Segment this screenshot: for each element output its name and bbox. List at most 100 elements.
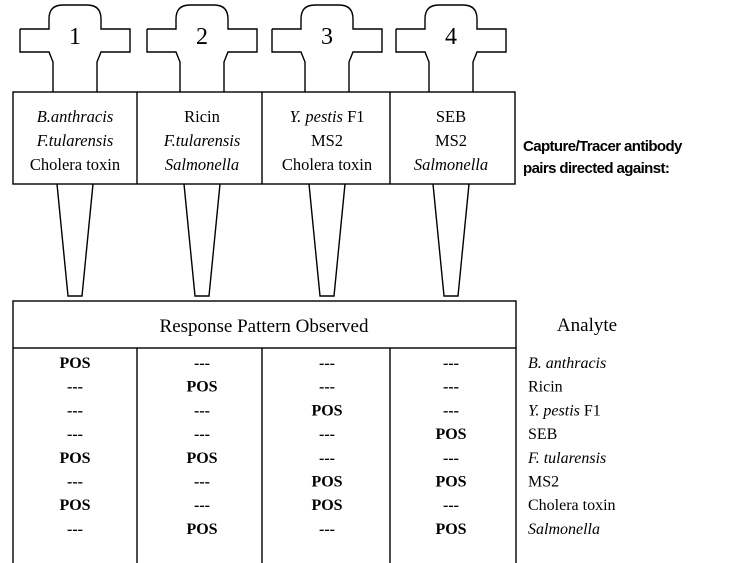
result-cell-main: --- (67, 379, 83, 396)
response-table: Response Pattern Observed Analyte POS---… (12, 300, 617, 563)
result-cell-main: --- (67, 474, 83, 491)
probe-target: Cholera toxin (30, 155, 120, 174)
result-cell-main: POS (435, 521, 466, 538)
probe-number-main: 2 (196, 24, 208, 50)
probe-number-main: 3 (321, 24, 333, 50)
probe-number: 1 (69, 24, 81, 50)
result-cell: --- (67, 474, 83, 491)
result-cell-main: --- (194, 497, 210, 514)
probe-head (19, 4, 131, 92)
probe-number: 2 (196, 24, 208, 50)
probe-number-main: 4 (445, 24, 457, 50)
probe-target-main: Ricin (184, 107, 220, 126)
result-cell: --- (319, 521, 335, 538)
result-cell: POS (435, 521, 466, 538)
probe-stem (308, 183, 346, 297)
probe-target-main: F.tularensis (36, 131, 114, 150)
analyte-label: Ricin (528, 379, 563, 396)
side-label-line-2: pairs directed against: (523, 160, 669, 177)
probe-target: Salmonella (414, 155, 488, 174)
result-cell: --- (443, 379, 459, 396)
probe-target-main: MS2 (435, 131, 467, 150)
result-cell-main: POS (311, 497, 342, 514)
analyte-label-main: Ricin (528, 379, 563, 396)
result-cell: --- (443, 450, 459, 467)
table-row: POS---------B. anthracis (59, 355, 606, 372)
analyte-label-main: SEB (528, 426, 557, 443)
result-cell-main: --- (67, 402, 83, 419)
result-cell-main: --- (319, 450, 335, 467)
analyte-label-main: B. anthracis (528, 355, 606, 372)
result-cell-main: --- (194, 402, 210, 419)
table-row: --- --- POS POS MS2 (67, 474, 559, 491)
result-cell: POS (435, 426, 466, 443)
probe-target: Y. pestis F1 (289, 107, 364, 126)
probe-number-main: 1 (69, 24, 81, 50)
result-cell: --- (194, 426, 210, 443)
result-cell-main: --- (319, 379, 335, 396)
analyte-label: F. tularensis (527, 450, 606, 467)
table-row: --- POS --- --- Ricin (67, 379, 563, 396)
result-cell: --- (194, 355, 210, 372)
analyte-label: Y. pestis F1 (528, 402, 601, 419)
result-cell-main: POS (435, 426, 466, 443)
result-cell-main: --- (443, 379, 459, 396)
result-cell-main: --- (443, 355, 459, 372)
result-cell: --- (319, 426, 335, 443)
result-cell: POS (311, 474, 342, 491)
result-cell-main: --- (67, 426, 83, 443)
probe-target: F.tularensis (163, 131, 241, 150)
result-cell-main: POS (59, 355, 90, 372)
result-cell-main: --- (319, 521, 335, 538)
result-cell: POS (186, 379, 217, 396)
analyte-label-main: Salmonella (528, 521, 600, 538)
probe-head (271, 4, 383, 92)
result-cell: --- (67, 379, 83, 396)
result-cell-main: --- (194, 474, 210, 491)
probe-target: Salmonella (165, 155, 239, 174)
probe-target-main: MS2 (311, 131, 343, 150)
analyte-label-main: Cholera toxin (528, 497, 616, 514)
analyte-label-main: Y. pestis (528, 402, 580, 419)
result-cell: POS (311, 402, 342, 419)
side-label: Capture/Tracer antibody pairs directed a… (523, 138, 684, 177)
probe-target-main: Y. pestis (289, 107, 343, 126)
analyte-label: Salmonella (528, 521, 600, 538)
result-cell: --- (443, 355, 459, 372)
probe-target-main: Cholera toxin (282, 155, 372, 174)
table-row: POS POS --- --- F. tularensis (59, 450, 606, 467)
result-cell: POS (59, 450, 90, 467)
result-cell: --- (443, 402, 459, 419)
result-cell-main: POS (311, 474, 342, 491)
result-cell: --- (67, 521, 83, 538)
table-row: --- --- POS --- Y. pestis F1 (67, 402, 601, 419)
analyte-label-suffix: F1 (580, 402, 601, 419)
probe-target: MS2 (435, 131, 467, 150)
result-cell-main: --- (443, 450, 459, 467)
probe-target-main: SEB (436, 107, 466, 126)
response-header-box (12, 300, 517, 349)
result-cell-main: POS (59, 450, 90, 467)
analyte-label: SEB (528, 426, 557, 443)
analyte-label-main: F. tularensis (527, 450, 606, 467)
analyte-label-main: MS2 (528, 474, 559, 491)
analyte-label: B. anthracis (528, 355, 606, 372)
result-cell: POS (59, 355, 90, 372)
result-cell-main: --- (443, 402, 459, 419)
probe-stem (56, 183, 94, 297)
probe-target-main: F.tularensis (163, 131, 241, 150)
probe-head (146, 4, 258, 92)
side-label-line-1: Capture/Tracer antibody (523, 138, 683, 155)
result-cell: POS (435, 474, 466, 491)
probe-target: Ricin (184, 107, 220, 126)
probe-head (395, 4, 507, 92)
result-cell-main: --- (194, 355, 210, 372)
result-cell: --- (319, 379, 335, 396)
result-cell-main: POS (186, 521, 217, 538)
result-cell: POS (186, 450, 217, 467)
result-cell: --- (67, 426, 83, 443)
